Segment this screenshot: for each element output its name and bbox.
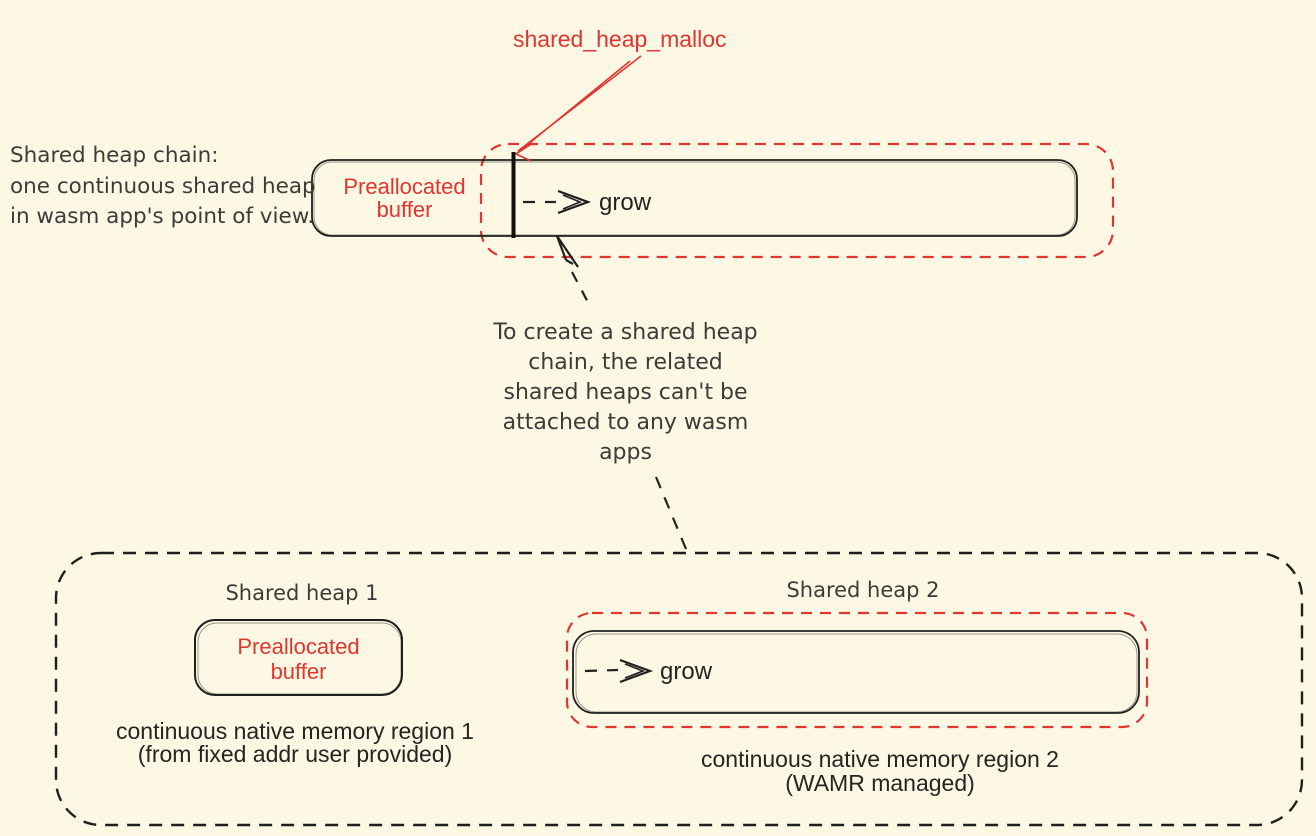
preallocated-buffer-heap1-line2: buffer — [270, 659, 327, 684]
grow-arrow-head-top — [557, 189, 592, 215]
shared-heap-malloc-label: shared_heap_malloc — [513, 26, 727, 52]
preallocated-buffer-top-line1: Preallocated — [343, 174, 466, 199]
shared-heap1-title: Shared heap 1 — [225, 581, 379, 605]
preallocated-buffer-top-line2: buffer — [376, 197, 433, 222]
note-line4: attached to any wasm — [502, 410, 749, 435]
memory-region1-caption-line2: (from fixed addr user provided) — [137, 741, 453, 767]
shared-heap1-rect — [194, 619, 403, 696]
preallocated-buffer-label-heap1: Preallocated buffer — [195, 634, 402, 684]
continuous-heap-rect — [311, 159, 1078, 237]
malloc-arrow — [515, 55, 642, 155]
shared-heap2-dashed-outline — [565, 611, 1149, 729]
heap-chain-description: Shared heap chain: one continuous shared… — [10, 141, 316, 233]
grow-arrow-head-bottom — [619, 658, 654, 684]
continuous-heap-rect-sketch-line — [313, 161, 1076, 236]
note-line3: shared heaps can't be — [503, 380, 748, 405]
shared-heap2-title: Shared heap 2 — [786, 578, 940, 602]
note-connector-dashes-lower — [654, 476, 688, 550]
note-line5: apps — [599, 440, 652, 465]
heap-chain-description-line1: Shared heap chain: — [10, 143, 219, 168]
shared-heap-chain-dashed-outline — [479, 142, 1115, 259]
preallocated-buffer-label-top: Preallocated buffer — [322, 175, 487, 221]
note-line1: To create a shared heap — [493, 320, 758, 345]
shared-heap2-rect — [572, 630, 1140, 714]
memory-region2-caption-line2: (WAMR managed) — [785, 770, 975, 796]
memory-region2-caption: continuous native memory region 2 (WAMR … — [680, 747, 1080, 795]
shared-heaps-group-dashed-box — [54, 551, 1304, 827]
preallocated-buffer-heap1-line1: Preallocated — [237, 634, 360, 659]
grow-label-bottom: grow — [660, 658, 713, 685]
grow-arrow-head-bottom-inner — [624, 663, 646, 679]
shared-heap2-rect-sketch-line — [575, 633, 1138, 713]
grow-arrow-dashes-bottom — [584, 668, 619, 673]
malloc-arrow-head — [515, 142, 534, 162]
grow-arrow-head-top-inner — [562, 194, 583, 210]
note-pointer-arrow — [555, 235, 579, 268]
note-connector-dashes-upper — [571, 271, 592, 309]
shared-heap1-rect-sketch-line — [197, 622, 402, 695]
note-line2: chain, the related — [528, 350, 723, 375]
heap-chain-description-line2: one continuous shared heap — [10, 173, 316, 199]
memory-region1-caption: continuous native memory region 1 (from … — [95, 720, 495, 766]
memory-region2-caption-line1: continuous native memory region 2 — [701, 746, 1059, 772]
memory-region1-caption-line1: continuous native memory region 1 — [116, 718, 474, 744]
grow-label-top: grow — [599, 189, 652, 216]
note-text: To create a shared heap chain, the relat… — [478, 318, 773, 468]
heap-chain-description-line3: in wasm app's point of view. — [10, 204, 315, 229]
